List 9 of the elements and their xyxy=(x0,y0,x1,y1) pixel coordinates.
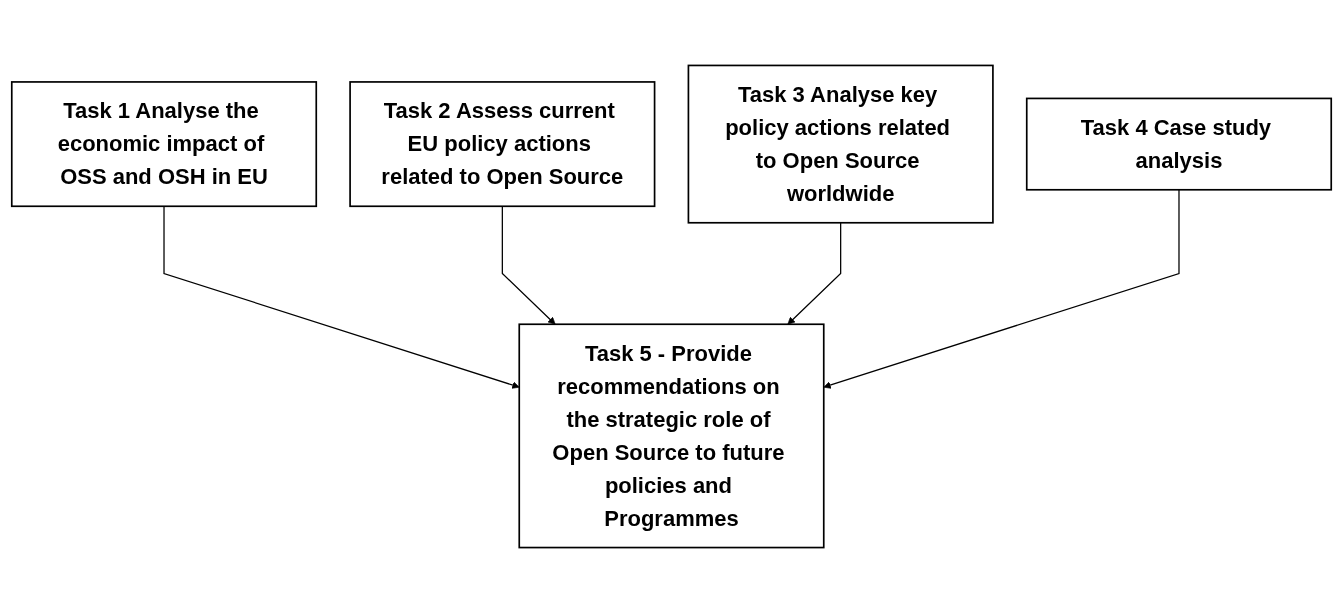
node-box: Task 1 Analyse the economic impact of OSS and OSH in EU xyxy=(10,81,318,208)
arrow xyxy=(163,205,520,389)
arrow xyxy=(787,222,842,325)
node-box: Task 5 - Provide recommendations on the strategic role of Open Source to future policies and Programmes xyxy=(518,323,825,549)
node-box: Task 2 Assess current EU policy actions related to Open Source xyxy=(349,81,656,208)
node-box: Task 3 Analyse key policy actions related to Open Source worldwide xyxy=(687,64,994,224)
arrow xyxy=(823,189,1180,389)
node-box: Task 4 Case study analysis xyxy=(1025,97,1333,191)
arrow xyxy=(501,205,556,325)
